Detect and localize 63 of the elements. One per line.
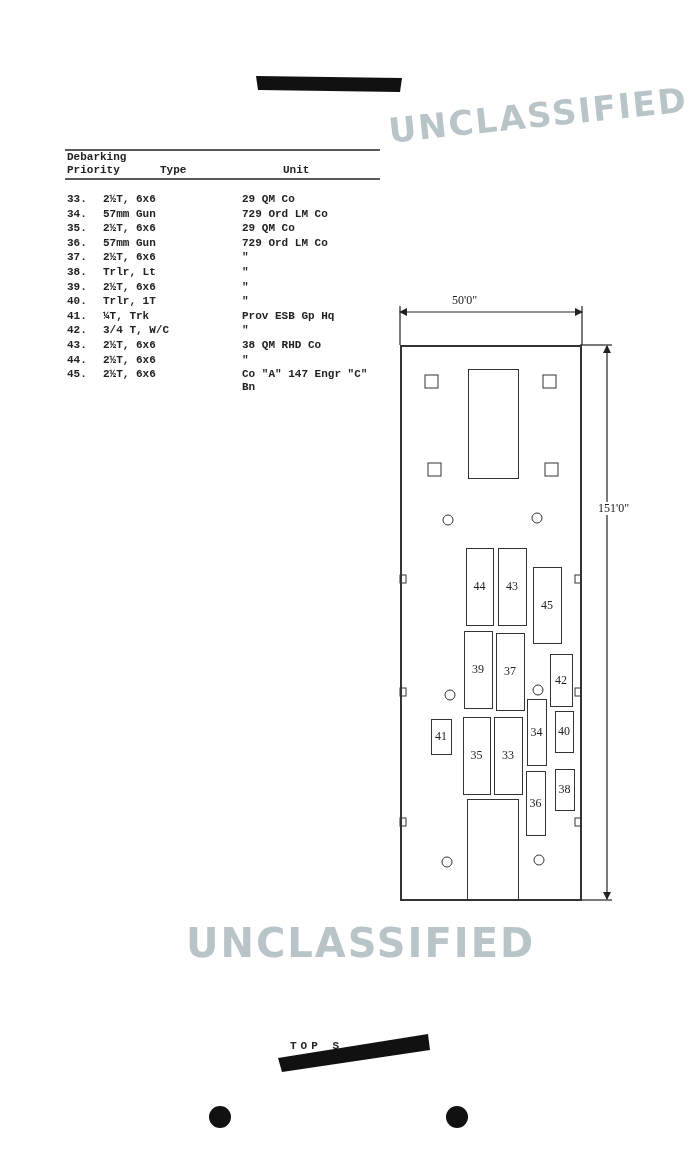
vehicle-box: 42	[549, 653, 573, 707]
dimension-label: 50'0"	[452, 294, 478, 307]
table-cell-text: "	[242, 266, 250, 279]
table-cell: ¼T, Trk	[103, 309, 150, 323]
table-cell: 2½T, 6x6	[103, 222, 156, 236]
table-cell: 44.	[67, 353, 87, 367]
dimension-label: 151'0"	[598, 502, 630, 515]
table-cell: 2½T, 6x6	[103, 368, 156, 382]
table-cell-text: Prov ESB Gp Hq	[242, 309, 336, 323]
table-cell-text: "	[242, 280, 250, 294]
table-cell-text: "	[242, 324, 250, 338]
table-cell-text: 29 QM Co	[242, 222, 296, 236]
table-cell: 36.	[67, 236, 87, 250]
vehicle-box: 39	[463, 630, 493, 709]
table-cell: 38.	[67, 266, 87, 279]
vehicle-box: 40	[554, 710, 574, 753]
table-cell: 2½T, 6x6	[103, 280, 156, 294]
vehicle-box: 45	[532, 566, 562, 644]
vehicle-box: 35	[462, 716, 491, 795]
table-cell: 41.	[67, 309, 87, 323]
table-cell-text: 729 Ord LM Co	[242, 236, 329, 250]
vehicle-box: 38	[554, 768, 575, 811]
vehicle-box: 34	[526, 698, 547, 766]
table-cell-text: 38 QM RHD Co	[242, 339, 323, 352]
table-cell: Trlr, Lt	[103, 266, 156, 279]
column-header: Type	[160, 164, 187, 177]
vehicle-box: 41	[430, 718, 452, 755]
table-cell: 57mm Gun	[103, 236, 156, 250]
stamp-text: UNCLASSIFIED	[186, 920, 536, 966]
table-cell: 2½T, 6x6	[103, 353, 156, 367]
table-cell: 3/4 T, W/C	[103, 324, 169, 338]
table-cell: 57mm Gun	[103, 207, 156, 221]
hatch-box	[466, 798, 519, 900]
table-cell-text: 729 Ord LM Co	[242, 207, 329, 221]
table-cell: 34.	[67, 207, 87, 221]
classification-text: TOP S	[290, 1040, 343, 1053]
column-header: Unit	[283, 164, 310, 177]
vehicle-box: 36	[525, 770, 546, 836]
table-cell-text: "	[242, 353, 250, 367]
hatch-box	[467, 368, 519, 479]
table-cell: Trlr, 1T	[103, 295, 156, 309]
vehicle-box: 44	[465, 547, 494, 626]
table-cell-text: 29 QM Co	[242, 193, 296, 206]
vehicle-box: 37	[495, 632, 525, 711]
table-cell: 35.	[67, 222, 87, 236]
table-cell: 2½T, 6x6	[103, 251, 156, 265]
stamp-text: UNCLASSIFIED	[386, 79, 690, 151]
table-cell-text: Co "A" 147 Engr "C" Bn	[242, 368, 369, 395]
vehicle-box: 43	[497, 547, 527, 626]
table-cell-text: "	[242, 251, 250, 265]
table-cell: 2½T, 6x6	[103, 339, 156, 352]
deck-outline	[400, 345, 582, 901]
table-cell-text: "	[242, 295, 250, 309]
column-header: Debarking Priority	[67, 151, 128, 177]
table-cell: 45.	[67, 368, 87, 382]
vehicle-box: 33	[493, 716, 523, 795]
table-cell: 40.	[67, 295, 87, 309]
table-cell: 33.	[67, 193, 87, 206]
table-cell: 43.	[67, 339, 87, 352]
table-cell: 37.	[67, 251, 87, 265]
table-cell: 42.	[67, 324, 87, 338]
table-cell: 39.	[67, 280, 87, 294]
table-cell: 2½T, 6x6	[103, 193, 156, 206]
